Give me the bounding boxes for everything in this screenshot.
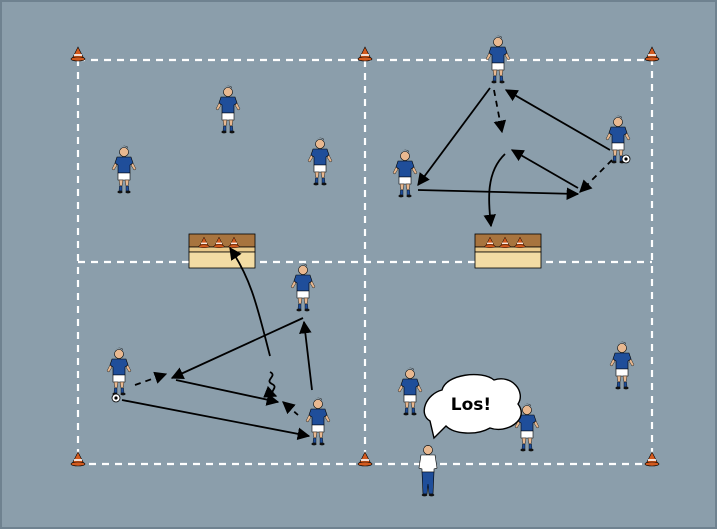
coach-speech-text: Los! [451, 395, 491, 415]
mini-goal-box-icon [189, 234, 255, 268]
mini-goal-box-icon [475, 234, 541, 268]
soccer-ball-icon [621, 154, 631, 164]
soccer-ball-icon [111, 393, 121, 403]
speech-bubble: Los! [423, 373, 522, 440]
drill-arrows [121, 87, 613, 441]
